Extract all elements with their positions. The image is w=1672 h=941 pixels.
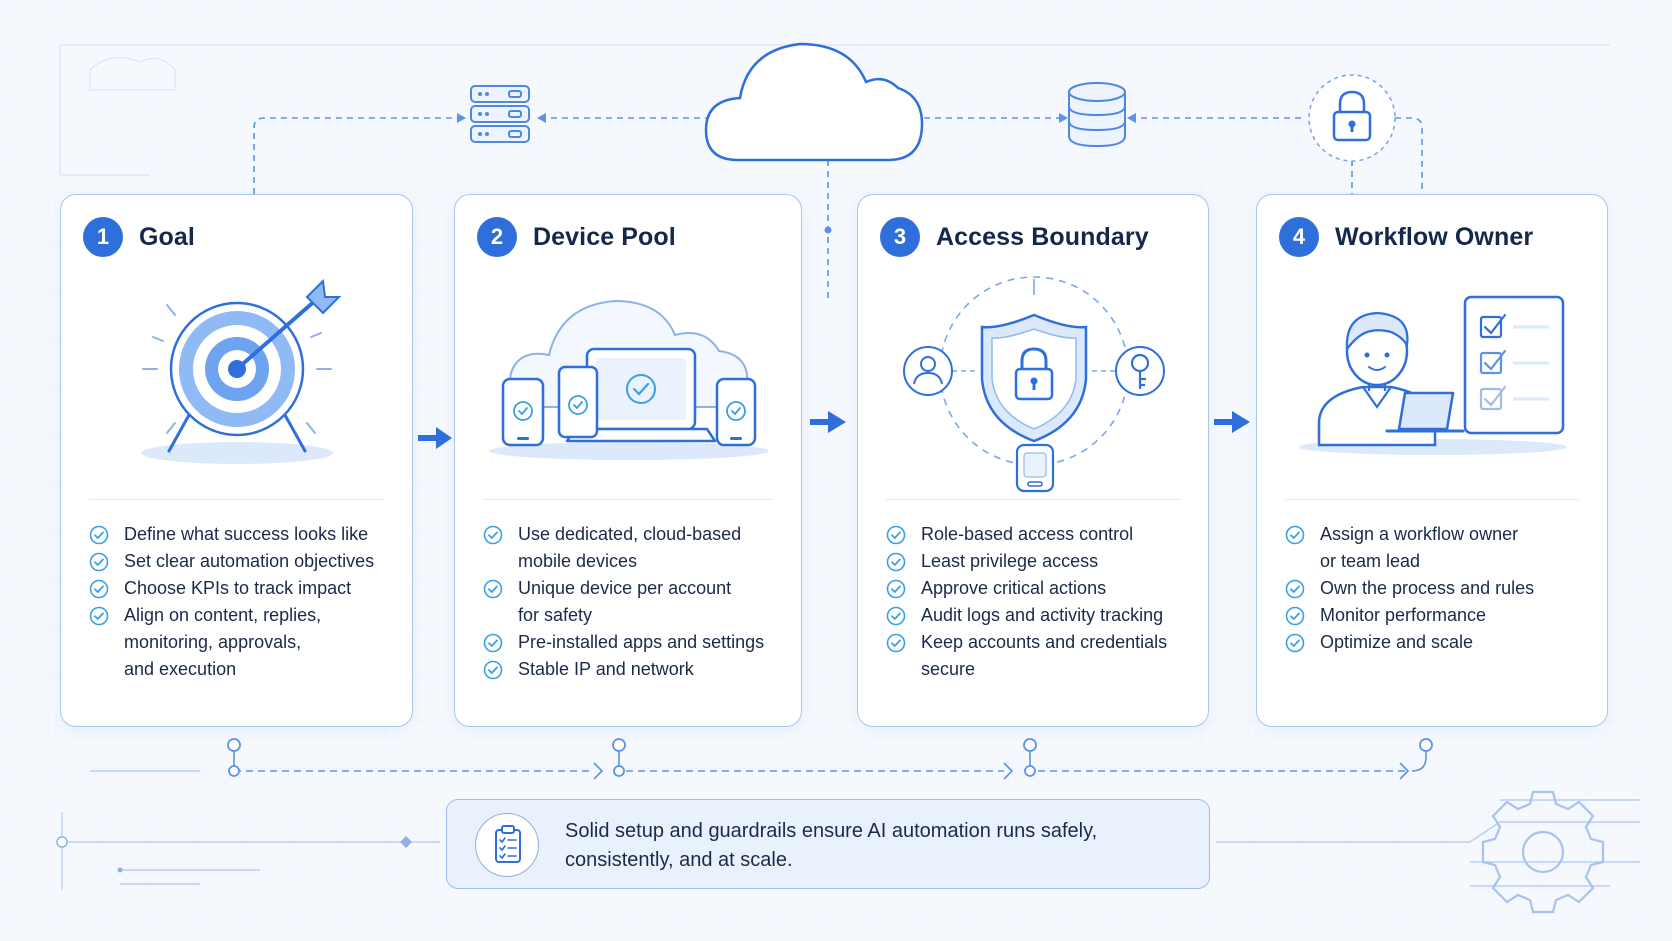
check-circle-icon xyxy=(483,660,503,680)
clipboard-checklist-icon xyxy=(475,813,539,877)
check-circle-icon xyxy=(886,633,906,653)
circuit-left-nodes xyxy=(56,836,412,873)
checklist: Role-based access control Least privileg… xyxy=(886,521,1190,683)
list-item-text: Own the process and rules xyxy=(1320,578,1535,598)
card-divider xyxy=(1285,499,1579,500)
step-number-badge: 1 xyxy=(83,217,123,257)
list-item-text: Audit logs and activity tracking xyxy=(921,605,1164,625)
check-circle-icon xyxy=(89,579,109,599)
card-divider xyxy=(483,499,773,500)
top-connector-arrowheads xyxy=(457,113,1136,234)
check-circle-icon xyxy=(1285,525,1305,545)
step-number-badge: 4 xyxy=(1279,217,1319,257)
cloud-icon xyxy=(704,42,924,162)
card-device-pool: 2 Device Pool Use dedicated, cloud-ba xyxy=(454,194,802,727)
list-item-text: Choose KPIs to track impact xyxy=(124,578,352,598)
banner-text: Solid setup and guardrails ensure AI aut… xyxy=(565,820,1098,871)
server-rack-icon xyxy=(470,85,530,143)
card-access-boundary: 3 Access Boundary Role-based a xyxy=(857,194,1209,727)
list-item: Set clear automation objectives xyxy=(89,548,394,575)
list-item: Audit logs and activity tracking xyxy=(886,602,1190,629)
list-item-text: Optimize and scale xyxy=(1320,632,1474,652)
summary-banner: Solid setup and guardrails ensure AI aut… xyxy=(446,799,1210,889)
check-circle-icon xyxy=(886,579,906,599)
circuit-right xyxy=(1216,799,1640,887)
list-item: Align on content, replies,monitoring, ap… xyxy=(89,602,394,683)
check-circle-icon xyxy=(89,552,109,572)
list-item: Optimize and scale xyxy=(1285,629,1589,656)
card-divider xyxy=(89,499,384,500)
list-item: Own the process and rules xyxy=(1285,575,1589,602)
card-title: Goal xyxy=(139,222,195,251)
list-item: Role-based access control xyxy=(886,521,1190,548)
list-item-text: Align on content, replies,monitoring, ap… xyxy=(124,605,322,679)
faint-circuit-left xyxy=(59,44,1610,176)
check-circle-icon xyxy=(1285,579,1305,599)
check-circle-icon xyxy=(1285,606,1305,626)
list-item: Define what success looks like xyxy=(89,521,394,548)
check-circle-icon xyxy=(886,606,906,626)
check-circle-icon xyxy=(89,606,109,626)
circuit-left xyxy=(61,770,440,890)
shield-lock-icon xyxy=(903,276,1165,493)
list-item-text: Least privilege access xyxy=(921,551,1099,571)
list-item: Stable IP and network xyxy=(483,656,783,683)
check-circle-icon xyxy=(483,525,503,545)
padlock-icon xyxy=(1308,74,1396,162)
list-item-text: Stable IP and network xyxy=(518,659,694,679)
check-circle-icon xyxy=(886,552,906,572)
check-circle-icon xyxy=(1285,633,1305,653)
list-item-text: Approve critical actions xyxy=(921,578,1107,598)
card-goal: 1 Goal Define what success looks lik xyxy=(60,194,413,727)
step-number-badge: 2 xyxy=(477,217,517,257)
list-item-text: Pre-installed apps and settings xyxy=(518,632,765,652)
list-item-text: Set clear automation objectives xyxy=(124,551,375,571)
database-icon xyxy=(1068,82,1126,148)
checklist: Define what success looks like Set clear… xyxy=(89,521,394,683)
list-item: Least privilege access xyxy=(886,548,1190,575)
card-workflow-owner: 4 Workflow Owner xyxy=(1256,194,1608,727)
flow-arrows xyxy=(418,411,1250,449)
timeline-nodes xyxy=(227,738,1433,777)
target-arrow-icon xyxy=(141,278,342,464)
card-title: Access Boundary xyxy=(936,222,1149,251)
card-header: 2 Device Pool xyxy=(477,217,676,257)
check-circle-icon xyxy=(483,579,503,599)
card-title: Workflow Owner xyxy=(1335,222,1534,251)
list-item: Choose KPIs to track impact xyxy=(89,575,394,602)
gear-icon xyxy=(1481,790,1605,914)
person-checklist-icon xyxy=(1299,295,1567,455)
card-header: 1 Goal xyxy=(83,217,195,257)
list-item: Approve critical actions xyxy=(886,575,1190,602)
card-title: Device Pool xyxy=(533,222,676,251)
list-item-text: Monitor performance xyxy=(1320,605,1487,625)
check-circle-icon xyxy=(89,525,109,545)
list-item-text: Role-based access control xyxy=(921,524,1134,544)
card-divider xyxy=(886,499,1180,500)
list-item: Pre-installed apps and settings xyxy=(483,629,783,656)
card-header: 3 Access Boundary xyxy=(880,217,1149,257)
check-circle-icon xyxy=(886,525,906,545)
step-number-badge: 3 xyxy=(880,217,920,257)
check-circle-icon xyxy=(483,633,503,653)
cloud-devices-icon xyxy=(489,299,769,460)
card-header: 4 Workflow Owner xyxy=(1279,217,1533,257)
list-item-text: Define what success looks like xyxy=(124,524,369,544)
list-item: Monitor performance xyxy=(1285,602,1589,629)
